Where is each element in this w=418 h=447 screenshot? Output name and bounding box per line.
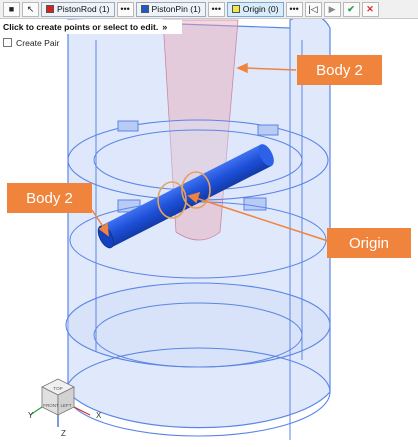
callout-arrow-left <box>91 209 109 237</box>
red-swatch-icon <box>46 5 54 13</box>
check-icon[interactable]: ✔ <box>342 1 360 17</box>
cursor-select-icon[interactable]: ↖ <box>22 1 39 17</box>
collector-label: PistonPin (1) <box>151 4 201 14</box>
blue-swatch-icon <box>140 5 149 13</box>
play-icon[interactable]: ▶ <box>323 1 341 17</box>
create-pair-option[interactable]: Create Pair <box>3 36 59 49</box>
view-cube-face-top: TOP <box>53 386 62 391</box>
callout-body2-left: Body 2 <box>7 183 92 213</box>
callout-arrow-top <box>236 62 297 74</box>
more-options-button[interactable]: ••• <box>207 1 225 17</box>
collector-pistonpin[interactable]: PistonPin (1) <box>135 1 206 17</box>
more-options-button[interactable]: ••• <box>285 1 303 17</box>
skip-back-icon[interactable]: |◁ <box>304 1 322 17</box>
more-options-button[interactable]: ••• <box>116 1 134 17</box>
close-icon[interactable]: ✕ <box>361 1 379 17</box>
axis-y-label: Y <box>28 411 34 420</box>
callout-origin: Origin <box>327 228 411 258</box>
collector-label: Origin (0) <box>242 4 279 14</box>
callout-body2-top: Body 2 <box>297 55 382 85</box>
slot-right <box>257 124 279 136</box>
create-pair-checkbox[interactable] <box>3 38 12 47</box>
expand-chevron-icon[interactable]: » <box>162 22 168 32</box>
yellow-swatch-icon <box>231 5 240 13</box>
slot-back <box>117 120 139 132</box>
collector-origin[interactable]: Origin (0) <box>226 1 284 17</box>
collector-label: PistonRod (1) <box>57 4 110 14</box>
view-cube-face-left: LEFT <box>60 403 71 408</box>
stop-square-icon[interactable]: ■ <box>3 1 20 17</box>
axis-x-label: X <box>96 411 102 420</box>
origin-marker[interactable] <box>157 171 211 219</box>
callout-arrow-origin <box>187 191 329 242</box>
view-cube[interactable] <box>29 378 91 427</box>
hint-text: Click to create points or select to edit… <box>3 22 159 32</box>
collector-toolbar: ■ ↖ PistonRod (1) ••• PistonPin (1) ••• … <box>0 0 418 19</box>
slot-front-right <box>243 197 267 211</box>
axis-z-label: Z <box>61 429 66 438</box>
collector-pistonrod[interactable]: PistonRod (1) <box>41 1 115 17</box>
create-pair-label: Create Pair <box>16 37 60 48</box>
view-cube-face-front: FRONT <box>43 403 59 408</box>
instruction-hint: Click to create points or select to edit… <box>0 20 182 34</box>
